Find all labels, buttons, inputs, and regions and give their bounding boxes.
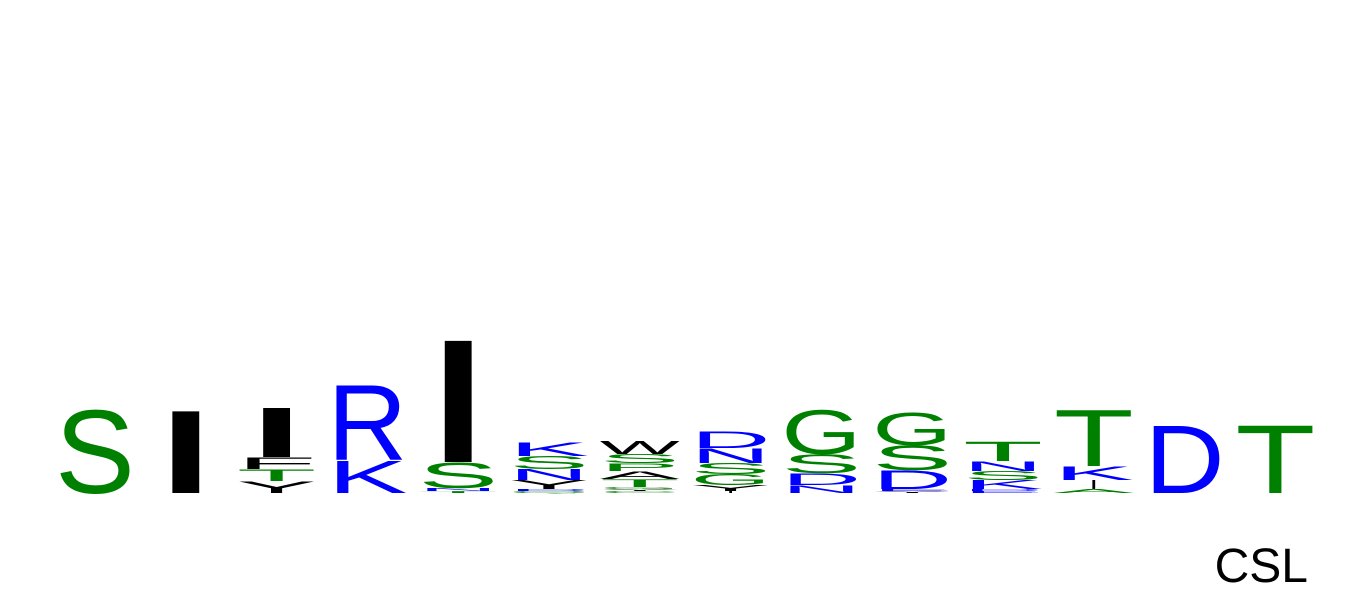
logo-letter-13-1: D xyxy=(1145,405,1225,514)
logo-letter-12-1: A xyxy=(1054,488,1135,494)
logo-letter-7-7: S xyxy=(600,452,680,466)
logo-letter-3-2: T xyxy=(237,466,317,485)
logo-column-1: S xyxy=(55,387,135,519)
logo-letter-14-1: T xyxy=(1235,405,1315,514)
logo-column-14: T xyxy=(1235,405,1315,514)
logo-letter-11-2: D xyxy=(963,488,1043,491)
logo-letter-7-1: C xyxy=(600,490,680,493)
logo-letter-8-1: I xyxy=(726,491,734,494)
logo-letter-7-4: T xyxy=(600,477,680,490)
logo-letter-3-3: F xyxy=(237,454,317,473)
logo-letter-11-5: N xyxy=(963,458,1043,474)
logo-letter-6-2: D xyxy=(509,488,589,491)
logo-letter-12-2: I xyxy=(1090,478,1098,492)
logo-letter-9-4: G xyxy=(781,398,861,468)
logo-letter-9-3: S xyxy=(781,449,861,479)
logo-letter-5-3: S xyxy=(418,455,498,496)
logo-letter-6-1: Q xyxy=(509,491,589,494)
logo-letter-7-2: Y xyxy=(600,488,680,491)
logo-letter-8-3: G xyxy=(691,471,771,488)
logo-letter-8-4: S xyxy=(691,460,771,477)
logo-letter-4-1: K xyxy=(327,452,407,503)
logo-letter-6-3: Y xyxy=(509,478,589,492)
logo-letter-4-2: R xyxy=(327,363,407,483)
logo-letter-7-5: A xyxy=(600,469,680,481)
logo-letter-5-4: I xyxy=(418,303,498,500)
logo-letter-3-1: Y xyxy=(237,478,317,497)
logo-letter-1-1: S xyxy=(55,387,135,519)
logo-letter-9-2: D xyxy=(781,470,861,489)
logo-letter-7-8: W xyxy=(600,438,680,458)
logo-letter-5-1: T xyxy=(418,490,498,493)
logo-letter-6-5: S xyxy=(509,453,589,473)
logo-letter-10-5: G xyxy=(872,403,952,454)
logo-letter-11-6: T xyxy=(963,436,1043,467)
logo-letter-6-4: N xyxy=(509,466,589,483)
logo-letter-11-1: E xyxy=(963,490,1043,493)
logo-letter-8-6: D xyxy=(691,426,771,453)
logo-letter-8-2: Y xyxy=(691,484,771,493)
logo-corner-label: CSL xyxy=(1214,540,1308,593)
logo-letter-11-3: K xyxy=(963,478,1043,492)
logo-letter-12-4: T xyxy=(1054,393,1134,484)
logo-letter-7-3: G xyxy=(600,487,680,490)
logo-letter-2-1: I xyxy=(146,386,226,519)
logo-letter-10-1: Y xyxy=(872,490,952,493)
logo-letter-10-3: D xyxy=(872,465,952,495)
logo-letter-9-1: N xyxy=(781,483,861,495)
logo-letter-11-4: S xyxy=(963,469,1043,483)
logo-column-4: KR xyxy=(327,363,407,503)
logo-letter-7-6: P xyxy=(600,461,680,473)
logo-letter-12-3: K xyxy=(1054,462,1134,484)
logo-letter-5-2: N xyxy=(418,487,498,492)
logo-letter-3-4: I xyxy=(237,393,317,473)
logo-letter-10-2: E xyxy=(872,488,952,491)
logo-letter-10-4: S xyxy=(872,438,952,477)
logo-letter-8-5: N xyxy=(691,444,771,467)
logo-column-13: D xyxy=(1145,405,1225,514)
logo-letter-6-6: K xyxy=(509,438,589,460)
logo-column-2: I xyxy=(146,386,226,519)
